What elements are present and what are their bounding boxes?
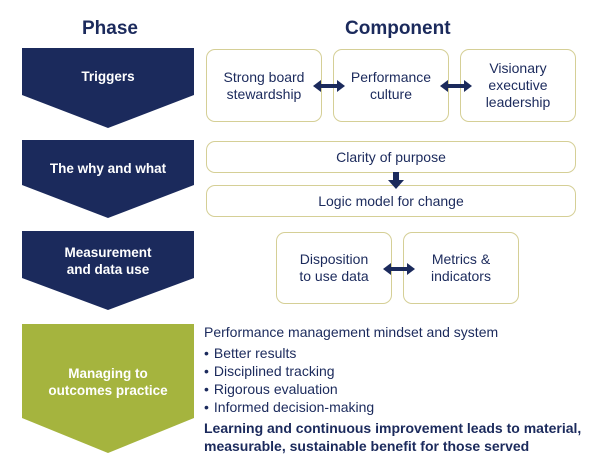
phase-chevron-measurement (22, 231, 194, 310)
phase-column-header: Phase (82, 18, 138, 39)
phase-label-measurement: Measurement and data use (64, 245, 152, 277)
component-clarity-of-purpose: Clarity of purpose (206, 141, 576, 173)
component-column-header: Component (345, 18, 451, 39)
practice-bullet-list: Better results Disciplined tracking Rigo… (204, 344, 596, 416)
component-metrics-indicators: Metrics & indicators (403, 232, 519, 304)
phase-chevron-practice (22, 324, 194, 453)
component-strong-board-stewardship: Strong board stewardship (206, 49, 322, 122)
practice-bullet: Rigorous evaluation (204, 380, 596, 398)
practice-description: Performance management mindset and syste… (204, 323, 596, 455)
practice-bullet: Disciplined tracking (204, 362, 596, 380)
component-logic-model: Logic model for change (206, 185, 576, 217)
component-visionary-executive-leadership: Visionary executive leadership (460, 49, 576, 122)
phase-label-triggers: Triggers (81, 69, 135, 84)
phase-label-practice: Managing to outcomes practice (48, 366, 168, 398)
practice-title: Performance management mindset and syste… (204, 324, 499, 340)
practice-conclusion: Learning and continuous improvement lead… (204, 420, 582, 454)
phase-chevron-why-what (22, 140, 194, 218)
practice-bullet: Better results (204, 344, 596, 362)
phase-chevron-triggers (22, 48, 194, 128)
phase-label-why-what: The why and what (49, 161, 167, 176)
component-disposition-to-use-data: Disposition to use data (276, 232, 392, 304)
component-performance-culture: Performance culture (333, 49, 449, 122)
practice-bullet: Informed decision-making (204, 398, 596, 416)
